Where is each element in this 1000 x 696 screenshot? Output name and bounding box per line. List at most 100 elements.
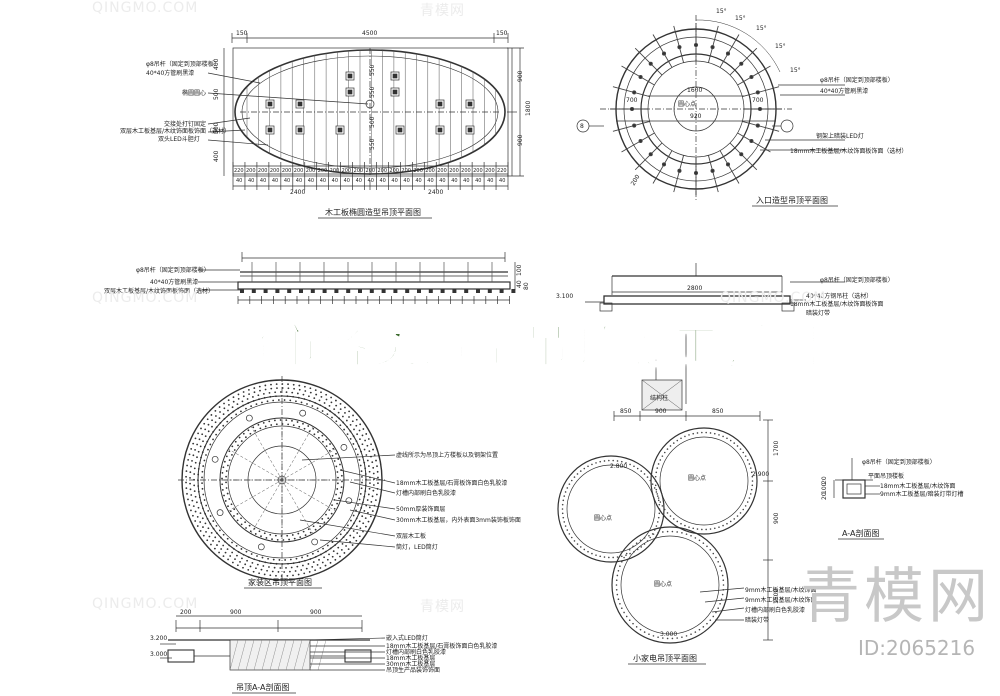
- hanger-rod-dot: [725, 51, 731, 56]
- hanger-rod-dot: [749, 138, 754, 144]
- hanger-rod-dot: [638, 138, 643, 144]
- ellipse-segment-dim: 220: [497, 168, 507, 174]
- appliance-level-2: 2.900: [752, 471, 769, 478]
- entrance-elev-note-1: φ8吊杆（固定到顶部楼板）: [820, 276, 894, 284]
- watermark-small-cn: 青模网: [420, 3, 465, 19]
- appliance-note-2: 9mm木工板基层/木纹饰面: [745, 596, 817, 604]
- section-left-dim-3: 200: [180, 609, 192, 616]
- ellipse-dim-l4: 400: [213, 150, 220, 162]
- detail-section-aa: [833, 458, 880, 499]
- ellipse-segment-dim: 200: [306, 168, 316, 174]
- ellipse-segment-small: 40: [320, 178, 326, 184]
- led-spotlight-icon: [295, 99, 305, 109]
- ellipse-note-6: 双头LED斗胆灯: [158, 135, 200, 143]
- entrance-note-4: 18mm木工板基层/木纹饰面板饰面（选材）: [790, 147, 907, 155]
- appliance-dim-t3: 850: [712, 408, 724, 415]
- radial-slat: [652, 34, 673, 68]
- appliance-dim-r2: 900: [773, 512, 780, 524]
- radial-slat: [673, 155, 685, 193]
- radial-slat: [621, 65, 655, 86]
- ellipse-dim-l3: 500: [213, 122, 220, 134]
- ellipse-segment-dim: 200: [389, 168, 399, 174]
- ellipse-segment-small: 40: [284, 178, 290, 184]
- angle-3: 15°: [756, 25, 767, 32]
- elev-note-1: φ8吊杆（固定到顶部楼板）: [136, 266, 210, 274]
- hanger-rod-dot: [638, 74, 643, 80]
- appliance-level-3: 3.000: [660, 631, 677, 638]
- home-note-7: 筒灯，LED筒灯: [396, 543, 438, 551]
- ellipse-note-4: 交接处打钉固定: [164, 120, 206, 128]
- ellipse-dim-r3: 1800: [525, 101, 532, 116]
- watermark-small-cn: 青模网: [420, 599, 465, 615]
- hanger-rod-dot: [632, 90, 637, 95]
- ellipse-segment-small: 40: [332, 178, 338, 184]
- led-spotlight-icon: [390, 71, 400, 81]
- ellipse-segment-small: 40: [296, 178, 302, 184]
- led-spotlight-icon: [465, 99, 475, 109]
- entrance-note-2: 40*40方管刷黑漆: [820, 87, 868, 95]
- radial-slat: [612, 86, 650, 98]
- led-spotlight-icon: [265, 99, 275, 109]
- ellipse-segment-dim: 200: [270, 168, 280, 174]
- ellipse-segment-small: 40: [260, 178, 266, 184]
- section-right-dim-3: 20: [821, 492, 828, 500]
- entrance-dim-700r: 700: [752, 97, 764, 104]
- ellipse-segment-dim: 200: [449, 168, 459, 174]
- brand-watermark: 青模网: [800, 562, 992, 632]
- radial-slat: [707, 155, 719, 193]
- ellipse-segment-small: 40: [236, 178, 242, 184]
- hanger-rod-dot: [739, 61, 744, 66]
- hanger-rod-dot: [661, 162, 667, 167]
- entrance-note-3: 钢架上暗装LED灯: [816, 132, 864, 140]
- led-spotlight-icon: [390, 87, 400, 97]
- ellipse-note-5: 双层木工板基层/木纹饰面板饰面（选材）: [120, 127, 230, 135]
- appliance-note-1: 9mm木工板基层/木纹饰面: [745, 586, 817, 594]
- appliance-ceiling-ring-plan: [557, 379, 773, 644]
- home-area-circular-plan: [178, 376, 396, 584]
- ellipse-segment-small: 40: [248, 178, 254, 184]
- ellipse-segment-small: 40: [391, 178, 397, 184]
- ellipse-segment-small: 40: [439, 178, 445, 184]
- drawing-title-banner: 超市各类造型吊顶施工详图: [222, 318, 823, 374]
- appliance-dim-r3: 1500: [773, 589, 780, 604]
- watermark-id: ID:2065216: [858, 636, 976, 660]
- entrance-center: 圆心点: [678, 100, 696, 108]
- hanger-rod-dot: [710, 45, 715, 50]
- radial-slat: [742, 120, 780, 132]
- hanger-rod-dot: [739, 152, 744, 157]
- entrance-ceiling-elevation: [585, 263, 845, 404]
- ellipse-segment-dim: 200: [377, 168, 387, 174]
- section-left-level: 3.200: [150, 635, 167, 642]
- ellipse-bottom-total-2: 2400: [428, 189, 443, 196]
- ellipse-dim-l2: 500: [213, 88, 220, 100]
- entrance-elev-note-2: 18mm木工板基层/木纹饰面板饰面: [790, 300, 883, 308]
- ellipse-bottom-total-1: 2400: [290, 189, 305, 196]
- ellipse-segment-dim: 200: [413, 168, 423, 174]
- appliance-note-4: 暗装灯带: [745, 616, 769, 624]
- downlight-icon: [216, 509, 224, 517]
- section-left-note-5: 30mm木工板基层: [386, 660, 435, 668]
- ellipse-note-2: φ8吊杆（固定到顶部楼板）: [146, 60, 220, 68]
- entrance-note-1: φ8吊杆（固定到顶部楼板）: [820, 76, 894, 84]
- radial-slat: [737, 65, 771, 86]
- section-right-note-2: 平面吊顶楼板: [868, 472, 904, 480]
- appliance-level-1: 2.800: [610, 463, 627, 470]
- ellipse-segment-small: 40: [415, 178, 421, 184]
- radial-slat: [729, 142, 758, 171]
- ellipse-dim-total: 4500: [362, 30, 377, 37]
- section-left-note-3: 灯槽内部刷白色乳胶漆: [386, 648, 446, 656]
- radial-slat: [742, 86, 780, 98]
- ellipse-inner-1: 550: [369, 64, 376, 76]
- elev-dim-1: 100: [516, 264, 523, 276]
- angle-5: 15°: [790, 67, 801, 74]
- appliance-center-3: 圆心点: [654, 580, 672, 588]
- ellipse-segment-small: 40: [475, 178, 481, 184]
- led-spotlight-icon: [465, 125, 475, 135]
- section-left-note-6: 吊顶生产品装饰饰面: [386, 666, 440, 674]
- hanger-rod-dot: [755, 90, 760, 95]
- led-spotlight-icon: [335, 125, 345, 135]
- radial-slat: [612, 120, 650, 132]
- ellipse-segment-small: 40: [308, 178, 314, 184]
- ellipse-inner-4: 550: [369, 138, 376, 150]
